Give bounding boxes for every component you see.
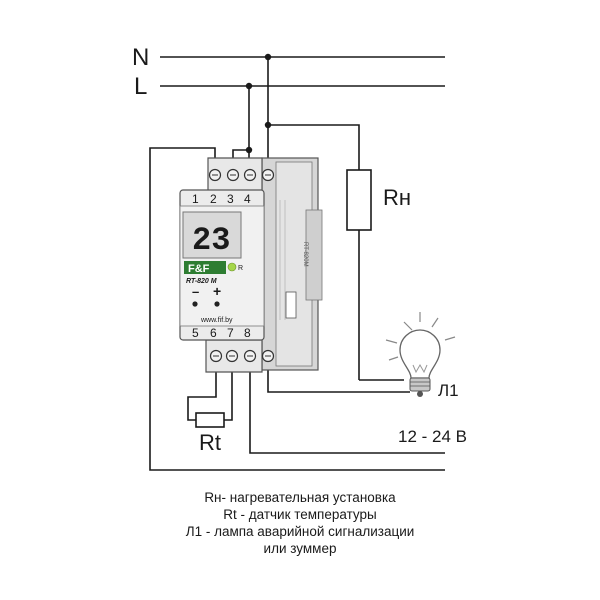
legend: Rн- нагревательная установка Rt - датчик… [0,489,600,557]
legend-line: или зуммер [263,541,337,556]
lamp-rays [385,312,456,361]
lamp: Л1 12 - 24 В [385,312,467,446]
led-indicator [227,262,237,272]
brand-logo [184,261,226,274]
heater-resistor [346,169,372,231]
device-side-text: RT-820M [302,242,308,267]
lamp-base [409,377,431,392]
lamp-supply-label: 12 - 24 В [398,427,467,446]
legend-line: Л1 - лампа аварийной сигнализации [185,524,415,539]
sensor-resistor [195,412,225,428]
terminal-number: 4 [244,192,251,206]
relay-device: RT-820M 1 2 3 4 5 6 7 8 [179,157,323,373]
device-url: www.fif.by [200,317,233,324]
minus-button[interactable] [192,301,198,307]
heater: Rн [346,169,411,231]
terminal-number: 1 [192,192,199,206]
lamp-bulb [399,329,441,379]
model-name: RT-820 M [186,278,217,285]
display-value: 23 [192,222,230,259]
terminal-number: 3 [227,192,234,206]
minus-button-label: – [192,284,199,299]
legend-line: Rt - датчик температуры [223,507,377,522]
led-label: R [238,265,243,272]
sensor-label: Rt [199,430,221,455]
wires [149,57,445,471]
terminal-numbers-top: 1 2 3 4 [192,192,251,206]
wire-to-heater [268,124,360,170]
sensor: Rt [195,412,225,455]
terminal-number: 2 [210,192,217,206]
l-line-label: L [134,73,147,100]
wire-sensor-right [224,356,233,421]
supply-lines: N L [132,44,445,100]
wire-terminal-7 [249,356,445,454]
n-line-label: N [132,44,149,71]
plus-button-label: + [213,283,221,299]
terminal-numbers-bottom: 5 6 7 8 [192,326,251,340]
terminal-number: 8 [244,326,251,340]
wire-sensor-left [187,356,217,421]
device-side-model: RT-820M [302,242,308,267]
lamp-label: Л1 [438,381,459,400]
screw-terminals-bottom [209,349,275,363]
brand-name: F&F [188,263,210,275]
terminal-number: 5 [192,326,199,340]
heater-label: Rн [383,185,411,210]
terminal-number: 6 [210,326,217,340]
wire-terminal-1-loop [149,147,445,471]
terminal-number: 7 [227,326,234,340]
screw-terminals-top [208,168,275,182]
display-screen [182,211,242,259]
legend-line: Rн- нагревательная установка [204,490,396,505]
plus-button[interactable] [214,301,220,307]
